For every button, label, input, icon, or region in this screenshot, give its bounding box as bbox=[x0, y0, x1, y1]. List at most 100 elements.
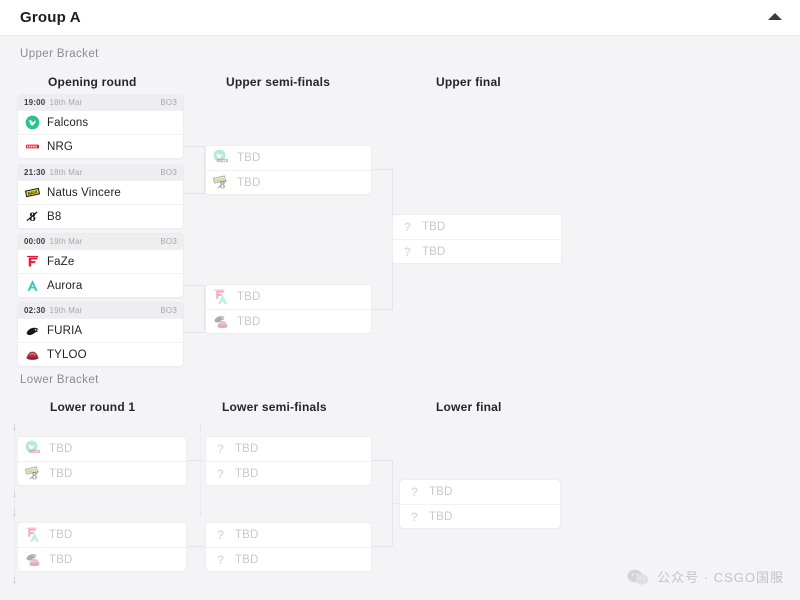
ghost-logos bbox=[25, 551, 42, 568]
team-row[interactable]: ?TBD bbox=[400, 504, 560, 528]
connector bbox=[370, 169, 392, 170]
team-name-tbd: TBD bbox=[49, 529, 73, 541]
match-format: BO3 bbox=[160, 168, 177, 177]
question-icon: ? bbox=[216, 442, 225, 456]
chevron-up-icon[interactable] bbox=[768, 13, 782, 20]
team-name: Natus Vincere bbox=[47, 186, 121, 199]
team-row[interactable]: FURIA bbox=[18, 318, 183, 342]
aurora-logo bbox=[28, 531, 41, 544]
team-row[interactable]: ?TBD bbox=[206, 523, 371, 547]
b8-logo: 8 bbox=[25, 209, 40, 224]
tyloo-logo bbox=[25, 347, 40, 362]
team-row[interactable]: ?TBD bbox=[393, 239, 561, 263]
drop-arrow-icon: ↓ bbox=[197, 419, 204, 433]
svg-text:NAVI: NAVI bbox=[27, 468, 36, 474]
drop-arrow-icon: ↓ bbox=[11, 572, 18, 586]
svg-text:NAVI: NAVI bbox=[27, 189, 38, 196]
team-name-tbd: TBD bbox=[49, 467, 73, 480]
navi-logo: NAVI bbox=[25, 185, 40, 200]
team-row[interactable]: ?TBD bbox=[393, 215, 561, 239]
drop-arrow-icon: ↓ bbox=[11, 419, 18, 433]
match-card-tbd[interactable]: ?TBD?TBD bbox=[393, 215, 561, 263]
svg-text:8: 8 bbox=[220, 180, 226, 191]
team-row[interactable]: TBD bbox=[18, 523, 186, 547]
match-date: 19th Mar bbox=[49, 306, 83, 315]
connector bbox=[204, 146, 205, 194]
match-card-tbd[interactable]: ?TBD?TBD bbox=[400, 480, 560, 528]
team-row[interactable]: TBD bbox=[18, 437, 186, 461]
question-icon: ? bbox=[216, 466, 225, 481]
furia-logo bbox=[213, 312, 226, 325]
team-row[interactable]: FaZe bbox=[18, 249, 183, 273]
connector bbox=[370, 309, 392, 310]
faze-logo bbox=[25, 254, 40, 269]
match-format: BO3 bbox=[160, 237, 177, 246]
group-header[interactable]: Group A bbox=[0, 0, 800, 36]
furia-logo bbox=[25, 323, 40, 338]
team-row[interactable]: TYLOO bbox=[18, 342, 183, 366]
nrg-logo bbox=[28, 445, 41, 458]
match-date: 19th Mar bbox=[49, 237, 83, 246]
team-name: FURIA bbox=[47, 324, 83, 337]
connector bbox=[370, 460, 392, 461]
round-label-upper-final: Upper final bbox=[436, 75, 501, 89]
team-row[interactable]: ?TBD bbox=[400, 480, 560, 504]
team-row[interactable]: NRG bbox=[18, 134, 183, 158]
team-row[interactable]: ?TBD bbox=[206, 437, 371, 461]
match-format: BO3 bbox=[160, 98, 177, 107]
team-row[interactable]: TBD bbox=[206, 146, 371, 170]
falcons-logo bbox=[25, 440, 38, 453]
match-card-tbd[interactable]: ?TBD?TBD bbox=[206, 437, 371, 485]
team-row[interactable]: ?TBD bbox=[206, 547, 371, 571]
match-card-tbd[interactable]: ?TBD?TBD bbox=[206, 523, 371, 571]
connector bbox=[182, 193, 204, 194]
team-row[interactable]: Falcons bbox=[18, 110, 183, 134]
svg-text:8: 8 bbox=[32, 471, 38, 482]
nrg-logo bbox=[216, 154, 229, 167]
watermark: 公众号 · CSGO国服 bbox=[627, 567, 784, 586]
team-row[interactable]: ? TBD bbox=[206, 461, 371, 485]
match-card-tbd[interactable]: TBD TBD bbox=[18, 523, 186, 571]
team-row[interactable]: TBD bbox=[18, 547, 186, 571]
team-row[interactable]: TBD bbox=[206, 285, 371, 309]
aurora-logo bbox=[25, 278, 40, 293]
team-name: B8 bbox=[47, 210, 62, 223]
team-row[interactable]: NAVI Natus Vincere bbox=[18, 180, 183, 204]
drop-arrow-icon: ↓ bbox=[11, 486, 18, 500]
connector bbox=[186, 460, 206, 461]
team-row[interactable]: TBD bbox=[206, 309, 371, 333]
connector bbox=[370, 546, 392, 547]
team-name-tbd: TBD bbox=[235, 529, 259, 541]
connector bbox=[186, 546, 206, 547]
team-row[interactable]: Aurora bbox=[18, 273, 183, 297]
tyloo-logo bbox=[216, 317, 229, 330]
connector bbox=[392, 503, 402, 504]
team-row[interactable]: 8 B8 bbox=[18, 204, 183, 228]
team-name-tbd: TBD bbox=[235, 467, 259, 480]
falcons-logo bbox=[25, 115, 40, 130]
match-time: 21:30 bbox=[24, 168, 46, 177]
drop-line bbox=[14, 424, 15, 584]
tyloo-logo bbox=[28, 555, 41, 568]
team-name: Falcons bbox=[47, 116, 89, 129]
team-name: FaZe bbox=[47, 255, 75, 268]
match-time: 00:00 bbox=[24, 237, 46, 246]
team-name: TYLOO bbox=[47, 348, 87, 361]
page-title: Group A bbox=[20, 9, 81, 26]
navi-logo: NAVI bbox=[212, 173, 227, 186]
ghost-logos bbox=[213, 289, 230, 306]
